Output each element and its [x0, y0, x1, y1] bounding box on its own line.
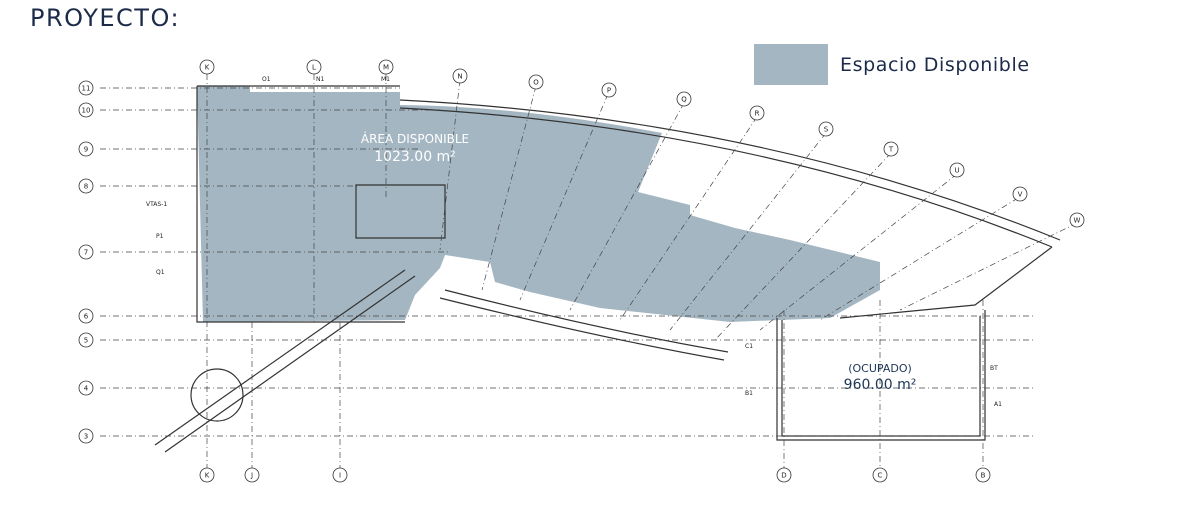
available-area-title: ÁREA DISPONIBLE — [361, 131, 469, 146]
row-marker-11: 11 — [82, 85, 91, 93]
col-marker-V: V — [1018, 191, 1023, 199]
east-wing-wall — [839, 246, 1053, 319]
south-curved-wall — [444, 289, 729, 353]
col-marker-O: O — [533, 79, 539, 87]
right-label-c1: C1 — [745, 343, 753, 350]
facade-arc — [399, 99, 1061, 241]
west-wall — [196, 86, 405, 323]
col-marker-B: B — [981, 472, 986, 480]
row-marker-5: 5 — [84, 337, 88, 345]
legend-swatch — [754, 44, 828, 85]
occupied-area-inner — [781, 316, 981, 437]
right-label-a1: A1 — [994, 401, 1002, 408]
row-marker-7: 7 — [84, 249, 88, 257]
top-column-markers: K L M O1 N1 M1 — [199, 59, 394, 83]
core-block — [355, 184, 446, 239]
right-label-bt: BT — [990, 365, 998, 372]
col-marker-P: P — [607, 87, 611, 95]
col-marker-K-bottom: K — [205, 472, 210, 480]
row-marker-3: 3 — [84, 433, 88, 441]
col-marker-R: R — [755, 110, 760, 118]
legend-label: Espacio Disponible — [840, 53, 1030, 76]
facade-arc-inner — [399, 107, 1053, 248]
col-marker-L-top: L — [312, 64, 316, 72]
row-marker-8: 8 — [84, 183, 88, 191]
row-marker-9: 9 — [84, 146, 88, 154]
col-marker-C: C — [878, 472, 883, 480]
occupied-area-outline — [776, 310, 986, 441]
occupied-area-title: (OCUPADO) — [848, 362, 912, 375]
legend: Espacio Disponible — [754, 44, 1030, 85]
row-marker-10: 10 — [82, 107, 91, 115]
side-label-p1: P1 — [156, 233, 164, 240]
col-marker-J: J — [250, 472, 253, 480]
col-marker-D: D — [781, 472, 786, 480]
available-area-size: 1023.00 m² — [374, 149, 456, 165]
rotunda — [190, 368, 244, 422]
subcol-N1: N1 — [316, 76, 324, 83]
diagonal-ramp — [154, 269, 406, 446]
occupied-area-size: 960.00 m² — [844, 377, 917, 393]
subcol-M1: M1 — [381, 76, 390, 83]
subcol-O1: O1 — [262, 76, 271, 83]
col-marker-Q: Q — [681, 96, 687, 104]
col-marker-M-top: M — [383, 64, 389, 72]
col-marker-T: T — [888, 146, 894, 154]
col-marker-N: N — [457, 73, 462, 81]
diagonal-ramp-2 — [164, 275, 416, 453]
col-marker-U: U — [954, 167, 959, 175]
col-marker-K-top: K — [205, 64, 210, 72]
col-marker-W: W — [1074, 217, 1081, 225]
right-label-b1: B1 — [745, 390, 753, 397]
page-title: PROYECTO: — [30, 4, 181, 32]
col-marker-I: I — [339, 472, 341, 480]
row-marker-4: 4 — [84, 385, 89, 393]
south-curved-wall-2 — [439, 297, 725, 361]
col-marker-S: S — [824, 126, 829, 134]
bottom-column-markers: K J I D C B — [199, 467, 991, 483]
side-label-q1: Q1 — [156, 269, 165, 276]
row-marker-6: 6 — [84, 313, 89, 321]
row-markers: 11 10 9 8 7 6 5 4 3 — [78, 80, 94, 444]
side-label-vtas: VTAS-1 — [146, 201, 167, 208]
available-area-shape — [197, 86, 880, 322]
arc-column-markers: N O P Q R S T U V W — [452, 68, 1085, 228]
